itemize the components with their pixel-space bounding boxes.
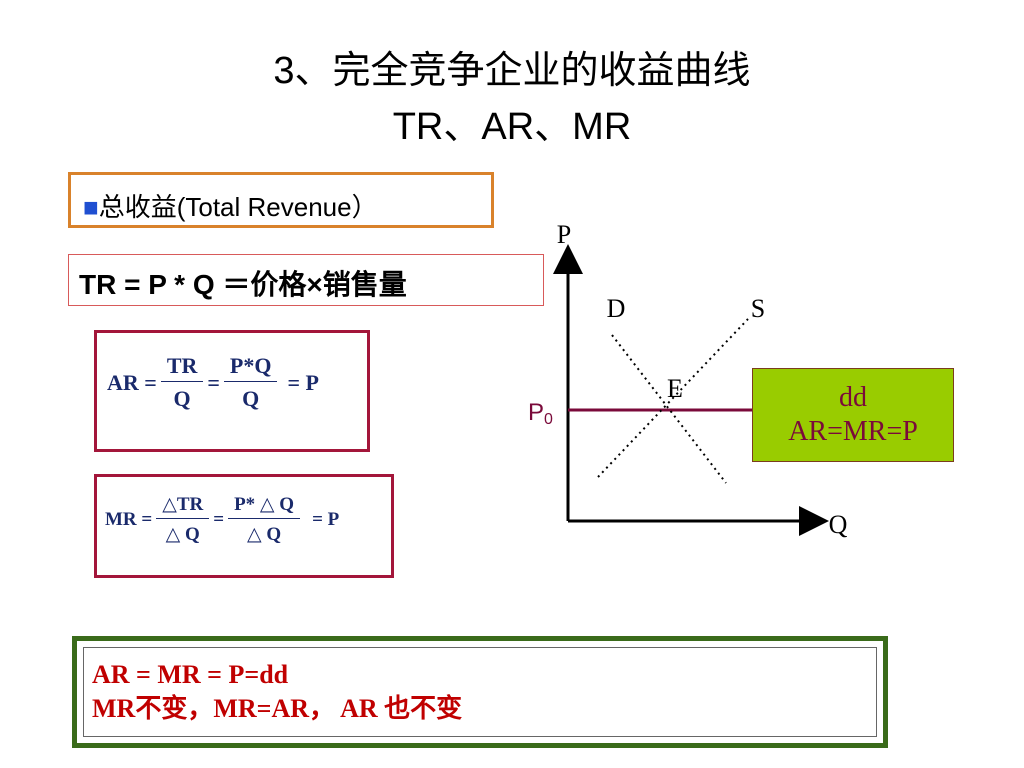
tr-formula-box: TR = P * Q ＝价格×销售量 [68, 254, 544, 306]
dd-label: dd [839, 382, 867, 413]
ar-mr-p-label: AR=MR=P [788, 416, 918, 447]
summary-line-2: MR不变，MR=AR， AR 也不变 [92, 694, 463, 723]
price-label-base: P [528, 399, 544, 426]
demand-label: D [607, 294, 626, 323]
mr-frac2-numerator: P* △ Q [228, 493, 301, 519]
ar-fraction-1: TR Q [160, 353, 204, 412]
tr-formula: TR = P * Q ＝价格×销售量 [79, 269, 407, 300]
ar-fraction-2: P*Q Q [223, 353, 278, 412]
price-label-subscript: 0 [544, 411, 553, 428]
mr-lhs: MR = [105, 508, 153, 530]
mr-equation: MR = △TR △ Q = P* △ Q △ Q = P [105, 493, 339, 546]
supply-demand-diagram: P Q D S E P0 [528, 220, 848, 539]
slide-title-line1: 3、完全竞争企业的收益曲线 [273, 50, 751, 92]
ar-frac1-numerator: TR [160, 353, 204, 382]
mr-equals: = [213, 508, 225, 530]
ar-rhs: = P [287, 369, 319, 395]
x-axis-label: Q [829, 510, 848, 539]
ar-equation: AR = TR Q = P*Q Q = P [107, 353, 319, 412]
bullet-square-icon: ■ [83, 192, 99, 222]
ar-frac2-denominator: Q [242, 386, 260, 411]
mr-frac1-numerator: △TR [156, 493, 210, 519]
total-revenue-box: ■总收益(Total Revenue） [68, 172, 494, 228]
mr-frac1-denominator: △ Q [165, 524, 200, 545]
ar-equals: = [207, 369, 220, 395]
total-revenue-label: 总收益(Total Revenue） [98, 192, 378, 222]
mr-fraction-1: △TR △ Q [156, 493, 210, 546]
supply-label: S [751, 294, 765, 323]
mr-frac2-denominator: △ Q [247, 524, 282, 545]
equilibrium-label: E [667, 374, 683, 403]
slide-title-line2: TR、AR、MR [392, 106, 632, 148]
y-axis-label: P [557, 220, 571, 249]
mr-formula-box: MR = △TR △ Q = P* △ Q △ Q = P [94, 474, 394, 578]
mr-fraction-2: P* △ Q △ Q [228, 493, 301, 546]
demand-curve [611, 334, 727, 484]
supply-curve [597, 318, 749, 478]
summary-box: AR = MR = P=dd MR不变，MR=AR， AR 也不变 [72, 636, 888, 748]
mr-rhs: = P [312, 508, 340, 530]
summary-line-1: AR = MR = P=dd [92, 660, 289, 689]
ar-formula-box: AR = TR Q = P*Q Q = P [94, 330, 370, 452]
summary-inner: AR = MR = P=dd MR不变，MR=AR， AR 也不变 [83, 647, 877, 737]
ar-frac2-numerator: P*Q [223, 353, 278, 382]
price-label-p0: P0 [528, 399, 553, 428]
dd-box: dd AR=MR=P [752, 368, 954, 462]
ar-lhs: AR = [107, 369, 157, 395]
ar-frac1-denominator: Q [173, 386, 191, 411]
